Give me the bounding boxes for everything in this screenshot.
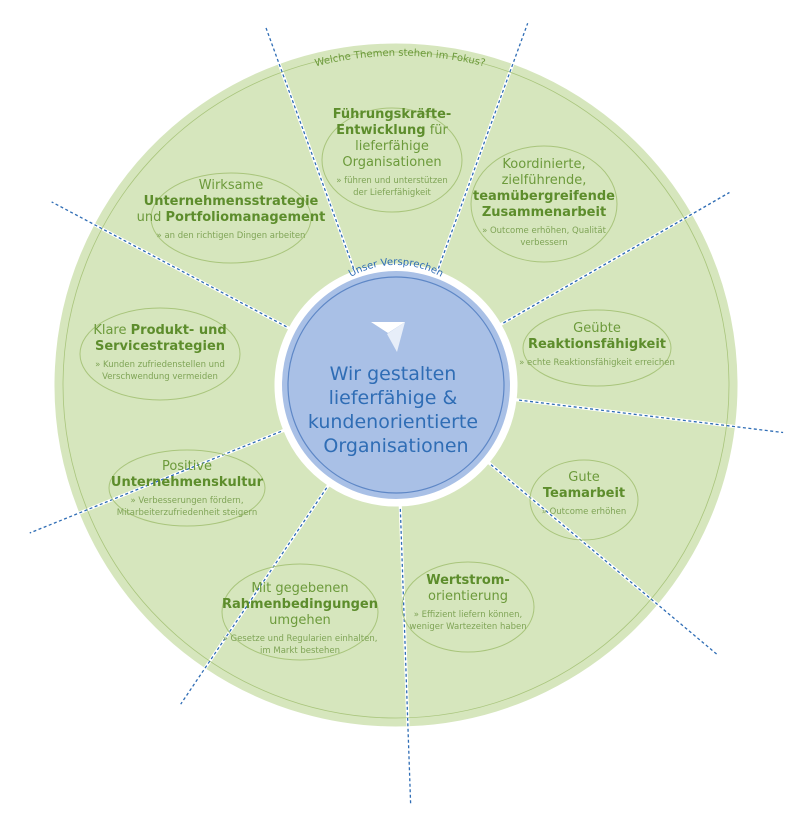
- segment-description: » an den richtigen Dingen arbeiten: [157, 231, 306, 241]
- segment-description: » Effizient liefern können, weniger Warte…: [409, 610, 526, 632]
- segment-title-part: Unternehmenskultur: [111, 475, 264, 490]
- segment-description-line: der Lieferfähigkeit: [353, 188, 431, 198]
- segment-title-part: Portfoliomanagement: [166, 210, 326, 225]
- segment-title: Koordinierte,zielführende,teamübergreife…: [473, 157, 615, 220]
- segment-description: » Outcome erhöhen, Qualität verbessern: [482, 226, 607, 248]
- segment-description-line: » führen und unterstützen: [336, 176, 448, 186]
- divider-line: [29, 430, 282, 534]
- segment-description-line: Mitarbeiterzufriedenheit steigern: [117, 508, 257, 518]
- segment-description-line: verbessern: [520, 238, 567, 248]
- segment-ellipse: [529, 459, 639, 541]
- segment-title-part: Produkt- und: [131, 323, 227, 338]
- segment-title-part: Koordinierte,: [502, 157, 585, 172]
- segment-description-line: » Effizient liefern können,: [414, 610, 523, 620]
- segment-2: Koordinierte,zielführende,teamübergreife…: [470, 145, 618, 263]
- logo-icon: [371, 322, 405, 352]
- segment-5: Wertstrom-orientierung » Effizient liefer…: [401, 561, 535, 653]
- segment-title-part: umgehen: [269, 613, 331, 628]
- center-title-line: Organisationen: [323, 435, 468, 457]
- segments-layer: [51, 40, 741, 730]
- segment-title-part: Positive: [162, 459, 212, 474]
- segment-description-line: » Outcome erhöhen: [542, 507, 627, 517]
- center-title-line: lieferfähige &: [329, 387, 458, 409]
- segment-ellipse: [150, 172, 312, 264]
- segment-wedge: [497, 211, 741, 429]
- segment-title-part: Rahmenbedingungen: [222, 597, 378, 612]
- divider-line: [518, 399, 784, 434]
- segment-title-part: Zusammenarbeit: [482, 205, 606, 220]
- segment-ellipse: [79, 307, 241, 401]
- segment-description-line: » Gesetze und Regularien einhalten,: [223, 634, 378, 644]
- segment-title-part: Wirksame: [199, 178, 263, 193]
- segment-ellipse: [522, 309, 672, 387]
- segment-title-part: Teamarbeit: [543, 486, 625, 501]
- divider-line: [437, 22, 529, 269]
- segment-title-part: zielführende,: [502, 173, 587, 188]
- segment-description-line: » Outcome erhöhen, Qualität: [482, 226, 607, 236]
- segment-description-line: » Kunden zufriedenstellen und: [95, 360, 225, 370]
- segment-description-line: im Markt bestehen: [260, 646, 340, 656]
- segment-title-part: lieferfähige: [355, 139, 429, 154]
- segment-title-part: Mit gegebenen: [251, 581, 348, 596]
- segment-title-part: Reaktionsfähigkeit: [528, 337, 666, 352]
- segment-title-part: Entwicklung: [336, 123, 425, 138]
- divider-line: [51, 201, 287, 328]
- segment-title-part: teamübergreifende: [473, 189, 615, 204]
- segment-title-part: Führungskräfte-: [333, 107, 452, 122]
- dividers-layer: [29, 22, 784, 805]
- segment-title-part: Gute: [568, 470, 599, 485]
- center-inner-ring: [287, 276, 505, 494]
- center-title-line: kundenorientierte: [308, 411, 478, 433]
- segment-ellipse: [108, 449, 266, 527]
- segment-title-part: und: [137, 210, 166, 225]
- segment-description-line: » Verbesserungen fördern,: [130, 496, 243, 506]
- segment-title-part: Wertstrom-: [426, 573, 510, 588]
- outer-rim-line: [62, 51, 730, 719]
- segment-title: Wertstrom-orientierung: [426, 573, 510, 604]
- segment-ellipse: [321, 107, 463, 213]
- segment-title-part: Geübte: [573, 321, 621, 336]
- segment-description-line: Verschwendung vermeiden: [102, 372, 218, 382]
- segment-title-part: für: [426, 123, 449, 138]
- segment-description-line: weniger Wartezeiten haben: [409, 622, 526, 632]
- segment-description: » Outcome erhöhen: [542, 507, 627, 517]
- segment-description-line: » echte Reaktionsfähigkeit erreichen: [519, 358, 675, 368]
- segment-title-part: Servicestrategien: [95, 339, 225, 354]
- segment-ellipse: [470, 145, 618, 263]
- segment-description: » echte Reaktionsfähigkeit erreichen: [519, 358, 675, 368]
- segment-ellipse: [221, 563, 379, 661]
- center-title: Wir gestalten lieferfähige & kundenorien…: [308, 363, 484, 457]
- divider-line: [265, 27, 355, 269]
- segment-title-part: Unternehmensstrategie: [144, 194, 319, 209]
- segment-description: » führen und unterstützen der Lieferfähig…: [336, 176, 448, 198]
- segment-description-line: » an den richtigen Dingen arbeiten: [157, 231, 306, 241]
- center-title-line: Wir gestalten: [330, 363, 457, 385]
- segment-title-part: orientierung: [428, 589, 508, 604]
- segment-description: » Gesetze und Regularien einhalten, im Ma…: [223, 634, 378, 656]
- divider-line: [180, 487, 328, 705]
- center-circle: [282, 271, 510, 499]
- segment-title-part: Klare: [93, 323, 130, 338]
- segment-ellipse: [401, 561, 535, 653]
- segment-title-part: Organisationen: [342, 155, 441, 170]
- segment-description: » Verbesserungen fördern, Mitarbeiterzufr…: [117, 496, 257, 518]
